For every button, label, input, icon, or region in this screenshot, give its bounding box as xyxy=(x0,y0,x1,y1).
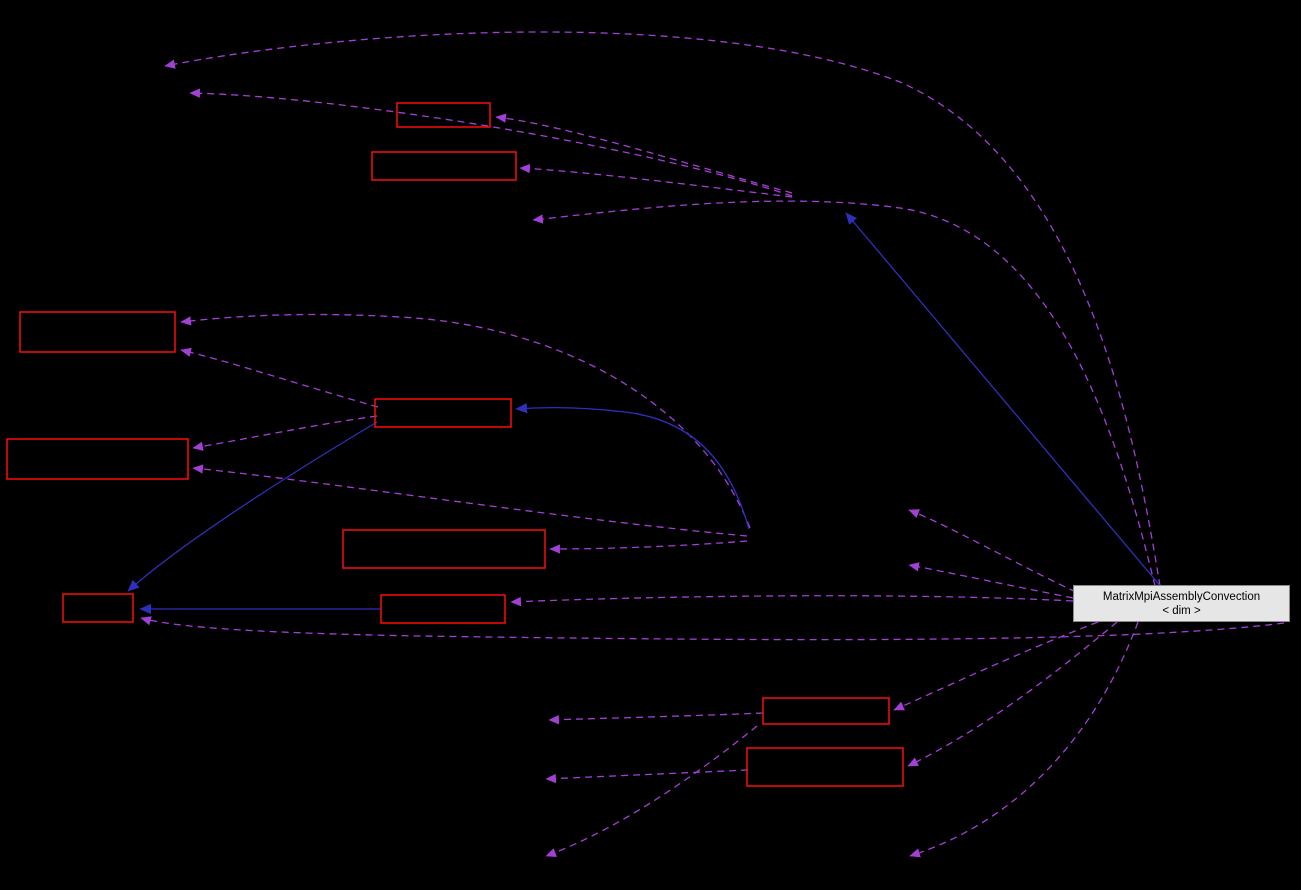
usage-edge xyxy=(908,509,1077,593)
usage-edge xyxy=(164,31,1161,587)
inheritance-edge xyxy=(515,402,750,530)
usage-edge xyxy=(907,621,1118,767)
usage-edge xyxy=(548,712,764,725)
usage-edge xyxy=(545,769,749,784)
usage-edge xyxy=(192,464,748,537)
edge-group xyxy=(127,31,1285,858)
usage-edge xyxy=(180,347,379,408)
usage-edge xyxy=(510,595,1074,607)
class-node-box-6[interactable] xyxy=(342,529,546,569)
class-node-box-5[interactable] xyxy=(6,438,189,480)
class-box-group xyxy=(6,102,904,787)
usage-edge xyxy=(189,88,793,197)
class-node-box-2[interactable] xyxy=(371,151,517,181)
usage-edge xyxy=(519,163,793,198)
class-node-box-9[interactable] xyxy=(762,697,890,725)
usage-edge xyxy=(909,621,1139,858)
class-node-box-3[interactable] xyxy=(19,311,176,353)
usage-edge xyxy=(180,313,751,529)
usage-edge xyxy=(908,562,1074,599)
class-node-box-7[interactable] xyxy=(62,593,134,623)
class-node-box-10[interactable] xyxy=(746,747,904,787)
class-node-box-1[interactable] xyxy=(396,102,491,128)
inheritance-edge xyxy=(845,212,1163,589)
usage-edge xyxy=(192,415,378,451)
usage-edge xyxy=(549,540,748,554)
main-class-node: MatrixMpiAssemblyConvection < dim > xyxy=(1073,585,1290,622)
inheritance-edge xyxy=(127,421,378,592)
usage-edge xyxy=(545,725,758,857)
main-class-name: MatrixMpiAssemblyConvection xyxy=(1102,590,1261,603)
main-class-template-param: < dim > xyxy=(1162,604,1201,617)
class-node-box-8[interactable] xyxy=(380,594,506,624)
class-node-box-4[interactable] xyxy=(374,398,512,428)
usage-edge xyxy=(495,113,793,194)
usage-edge xyxy=(532,200,1156,587)
usage-edge xyxy=(893,621,1099,711)
usage-edge xyxy=(140,616,1285,641)
